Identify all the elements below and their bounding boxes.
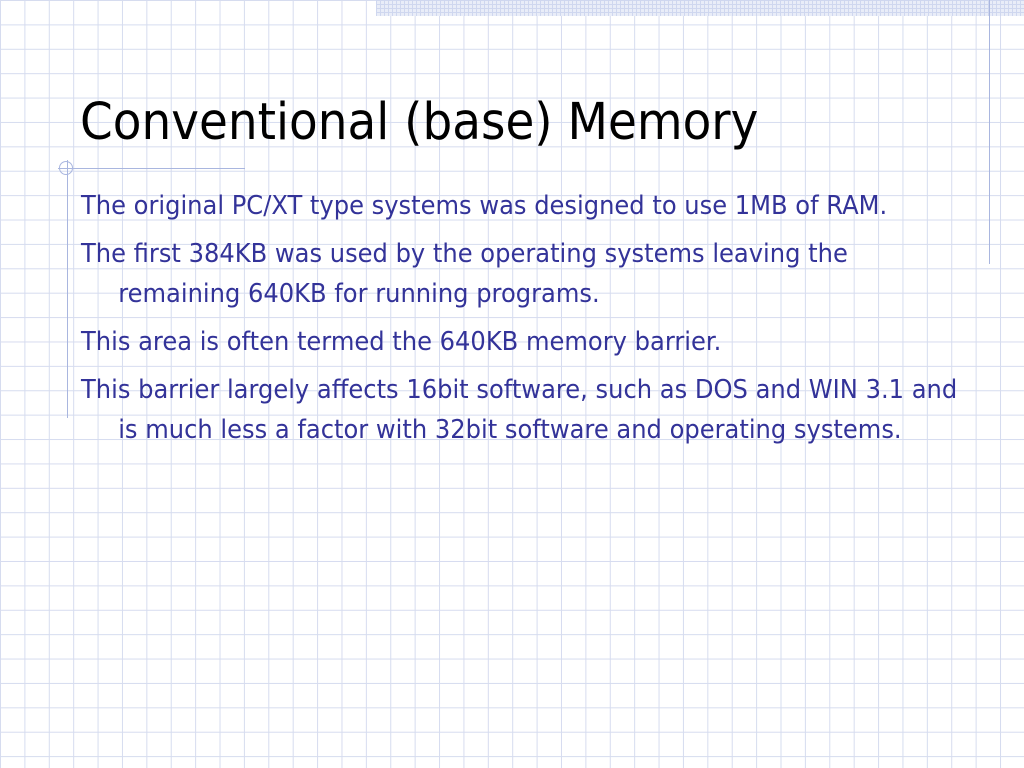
decorative-title-underline [58, 168, 245, 169]
bullet-list: The original PC/XT type systems was desi… [81, 186, 974, 458]
bullet-item: This area is often termed the 640KB memo… [81, 327, 722, 357]
slide-title: Conventional (base) Memory [80, 93, 759, 152]
bullet-item: The first 384KB was used by the operatin… [81, 239, 848, 309]
decorative-left-rule [67, 160, 68, 418]
bullet-item: This barrier largely affects 16bit softw… [81, 375, 958, 445]
bullet-item: The original PC/XT type systems was desi… [81, 191, 888, 221]
decorative-right-rule [989, 0, 990, 264]
decorative-top-band [376, 0, 1024, 16]
decorative-crosshair-circle [59, 161, 73, 175]
